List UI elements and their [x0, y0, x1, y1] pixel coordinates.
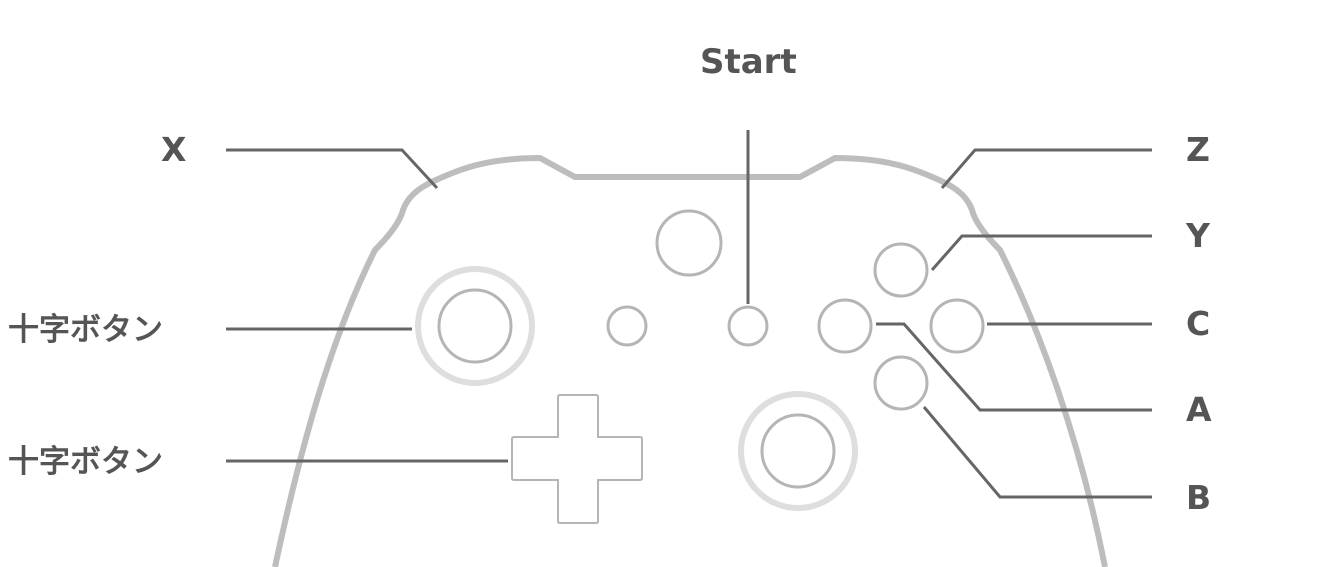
left-stick-cap [439, 290, 511, 362]
start-button [729, 307, 767, 345]
label-c: C [1186, 304, 1210, 344]
label-z: Z [1186, 130, 1210, 170]
leader-x [226, 150, 437, 188]
label-start: Start [700, 42, 797, 82]
label-b: B [1186, 478, 1211, 518]
label-y: Y [1186, 216, 1210, 256]
label-a: A [1186, 390, 1212, 430]
dpad [512, 395, 642, 523]
button-b [875, 357, 927, 409]
label-left-stick: 十字ボタン [8, 310, 163, 350]
left-stick-ring [418, 269, 532, 383]
top-center-button [657, 211, 721, 275]
button-a [819, 300, 871, 352]
leader-z [942, 150, 1152, 188]
leader-a [876, 324, 1152, 410]
right-stick-cap [762, 415, 834, 487]
button-y [875, 244, 927, 296]
leader-b [924, 407, 1152, 497]
select-button [608, 307, 646, 345]
label-dpad: 十字ボタン [8, 442, 163, 482]
label-x: X [161, 130, 186, 170]
controller-body-outline [275, 158, 1105, 567]
leader-y [932, 236, 1152, 270]
button-c [931, 300, 983, 352]
right-stick-ring [741, 394, 855, 508]
